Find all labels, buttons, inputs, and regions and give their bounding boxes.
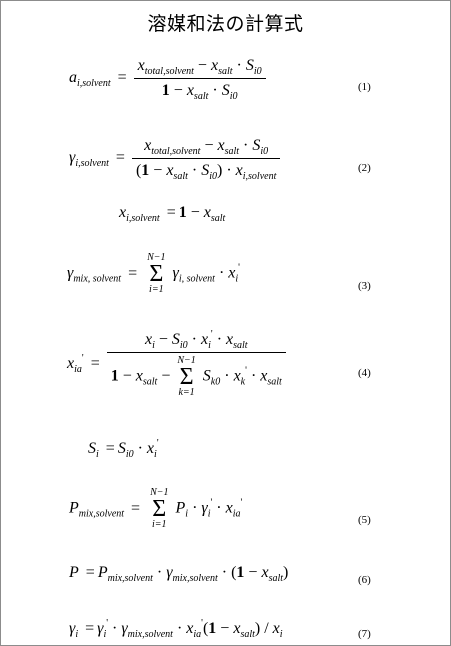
equation-6: P =Pmix,solvent · γmix,solvent · (1 − xs…: [69, 564, 289, 584]
equation-4-fraction: xi − Si0 · xi' · xsalt 1 − xsalt − N−1 Σ…: [106, 330, 286, 398]
equation-1: ai,solvent = xtotal,solvent − xsalt · Si…: [69, 57, 266, 102]
equation-2: γi,solvent = xtotal,solvent − xsalt · Si…: [69, 137, 281, 182]
equation-4: xia' = xi − Si0 · xi' · xsalt 1 − xsalt …: [67, 330, 286, 398]
page-title: 溶媒和法の計算式: [147, 13, 304, 35]
equation-7: γi =γi' · γmix,solvent · xia'(1 − xsalt)…: [69, 618, 283, 640]
equation-2-fraction: xtotal,solvent − xsalt · Si0 (1 − xsalt …: [131, 137, 281, 182]
summation-symbol: N−1 Σ i=1: [147, 252, 166, 295]
equation-5: Pmix,solvent = N−1 Σ i=1 Pi · γi' · xia': [69, 487, 243, 530]
equation-1-fraction: xtotal,solvent − xsalt · Si0 1 − xsalt ·…: [133, 57, 266, 102]
equation-x-solvent: xi,solvent =1 − xsalt: [119, 204, 226, 224]
equation-3: γmix, solvent = N−1 Σ i=1 γi, solvent · …: [67, 252, 240, 295]
equation-number-6: (6): [358, 574, 371, 586]
equation-number-5: (5): [358, 514, 371, 526]
equation-number-7: (7): [358, 628, 371, 640]
equation-s: Si =Si0 · xi': [88, 438, 159, 460]
summation-symbol: N−1 Σ k=1: [177, 355, 196, 398]
equation-number-1: (1): [358, 81, 371, 93]
summation-symbol: N−1 Σ i=1: [150, 487, 169, 530]
equation-number-4: (4): [358, 367, 371, 379]
equation-number-2: (2): [358, 162, 371, 174]
equation-number-3: (3): [358, 280, 371, 292]
